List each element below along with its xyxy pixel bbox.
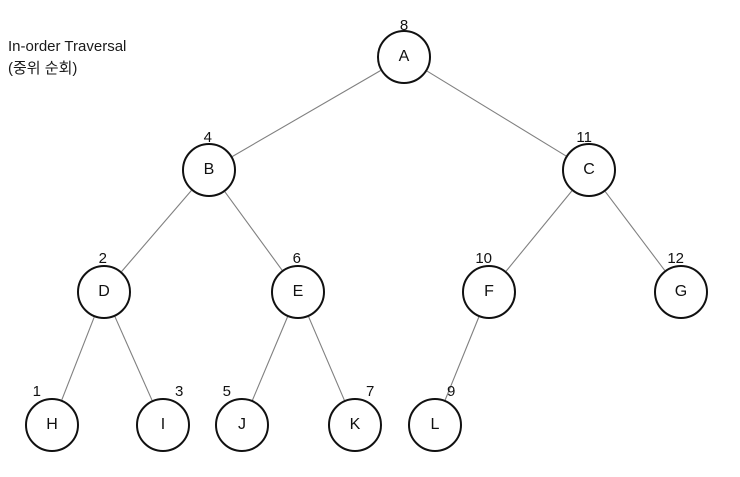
tree-edge-b-e <box>224 191 283 271</box>
node-label-j: J <box>238 416 246 433</box>
tree-node-l[interactable]: L <box>408 398 462 452</box>
order-number-l: 9 <box>447 383 456 400</box>
order-number-e: 6 <box>292 250 301 267</box>
tree-node-b[interactable]: B <box>182 143 236 197</box>
tree-edge-c-g <box>604 191 666 271</box>
order-number-g: 12 <box>667 250 684 267</box>
tree-edge-f-l <box>444 316 480 401</box>
tree-node-k[interactable]: K <box>328 398 382 452</box>
order-number-i: 3 <box>175 383 184 400</box>
order-number-h: 1 <box>32 383 41 400</box>
tree-node-g[interactable]: G <box>654 265 708 319</box>
tree-node-j[interactable]: J <box>215 398 269 452</box>
order-number-f: 10 <box>475 250 492 267</box>
node-label-l: L <box>430 416 440 433</box>
order-number-a: 8 <box>399 17 409 34</box>
node-label-i: I <box>160 416 166 433</box>
tree-node-d[interactable]: D <box>77 265 131 319</box>
node-label-d: D <box>98 283 110 300</box>
node-label-b: B <box>203 161 215 178</box>
order-number-k: 7 <box>366 383 375 400</box>
tree-edge-d-h <box>61 316 95 401</box>
tree-edge-e-j <box>251 316 289 401</box>
order-number-d: 2 <box>98 250 107 267</box>
node-label-k: K <box>349 416 361 433</box>
order-number-c: 11 <box>576 129 592 146</box>
tree-edge-d-i <box>114 316 153 401</box>
diagram-title: In-order Traversal (중위 순회) <box>8 36 126 80</box>
tree-node-i[interactable]: I <box>136 398 190 452</box>
tree-edge-c-f <box>505 190 573 272</box>
title-main-text: In-order Traversal <box>8 38 127 55</box>
node-label-f: F <box>484 283 494 300</box>
tree-node-c[interactable]: C <box>562 143 616 197</box>
tree-node-h[interactable]: H <box>25 398 79 452</box>
tree-edge-e-k <box>308 316 345 401</box>
order-number-b: 4 <box>203 129 212 146</box>
title-sub-text: (중위 순회) <box>8 59 78 77</box>
node-label-e: E <box>292 283 304 300</box>
order-number-j: 5 <box>222 383 231 400</box>
node-label-h: H <box>46 416 58 433</box>
tree-node-e[interactable]: E <box>271 265 325 319</box>
node-label-g: G <box>674 283 688 300</box>
tree-node-a[interactable]: A <box>377 30 431 84</box>
tree-edge-a-c <box>426 70 567 157</box>
tree-edge-b-d <box>121 190 192 272</box>
node-label-c: C <box>583 161 595 178</box>
node-label-a: A <box>398 48 410 65</box>
tree-node-f[interactable]: F <box>462 265 516 319</box>
tree-edge-a-b <box>232 70 381 157</box>
